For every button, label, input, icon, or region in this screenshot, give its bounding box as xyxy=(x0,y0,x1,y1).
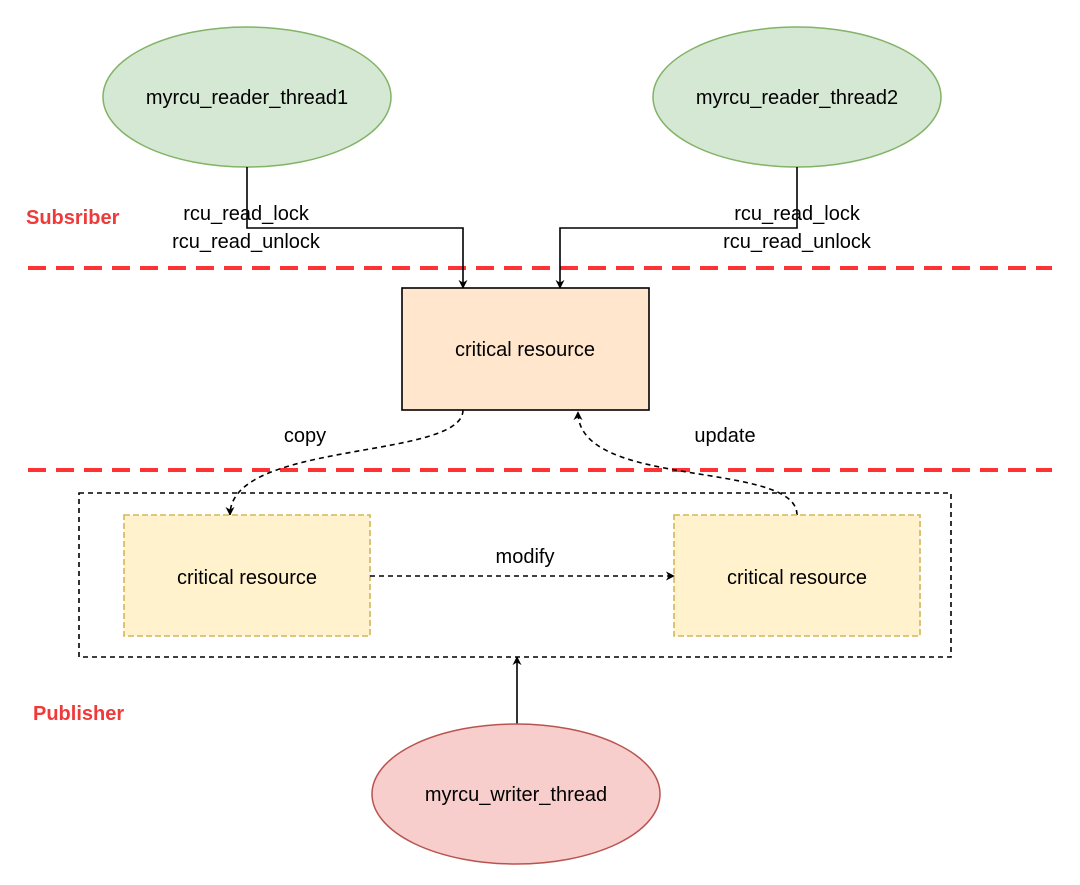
update-edge xyxy=(573,411,798,516)
publisher-zone-label: Publisher xyxy=(33,703,124,725)
reader1-unlock-label: rcu_read_unlock xyxy=(172,231,321,253)
reader1-lock-label: rcu_read_lock xyxy=(183,203,310,225)
copy-right-label: critical resource xyxy=(727,567,867,589)
modify-label: modify xyxy=(496,546,555,568)
writer-thread-node xyxy=(371,723,661,865)
shared-resource-node xyxy=(401,287,650,411)
reader2-unlock-label: rcu_read_unlock xyxy=(723,231,872,253)
subscriber-zone-label: Subsriber xyxy=(26,207,120,229)
writer-thread-label: myrcu_writer_thread xyxy=(425,784,607,806)
reader2-to-resource-edge xyxy=(555,167,798,289)
reader1-to-resource-edge xyxy=(246,167,468,289)
shared-resource-label: critical resource xyxy=(455,339,595,361)
copy-right-node xyxy=(673,514,921,637)
reader-thread1-label: myrcu_reader_thread1 xyxy=(146,87,348,109)
copy-left-node xyxy=(123,514,371,637)
update-label: update xyxy=(694,425,755,447)
reader-thread2-label: myrcu_reader_thread2 xyxy=(696,87,898,109)
copy-left-label: critical resource xyxy=(177,567,317,589)
copy-edge xyxy=(225,409,464,516)
copy-label: copy xyxy=(284,425,326,447)
reader2-lock-label: rcu_read_lock xyxy=(734,203,861,225)
